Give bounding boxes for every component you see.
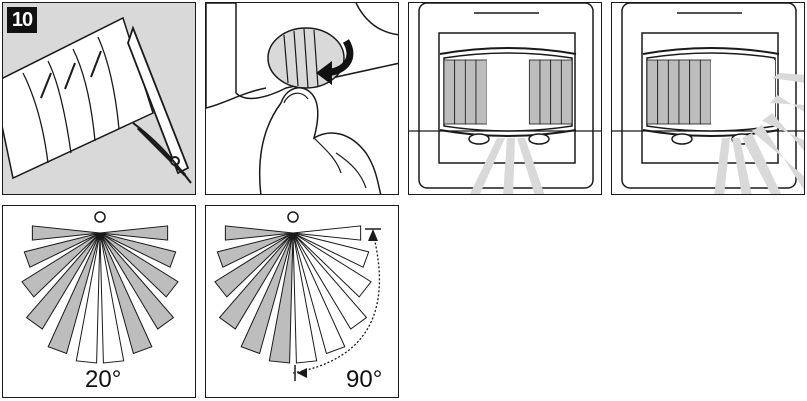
detection-zone xyxy=(99,225,169,241)
open-strip xyxy=(732,60,743,124)
detection-zone xyxy=(292,225,362,241)
sensor-dot xyxy=(94,211,106,223)
lens-top-rim xyxy=(439,47,577,55)
open-strip xyxy=(743,60,754,124)
detection-zone xyxy=(268,232,294,364)
detection-ray xyxy=(469,138,505,194)
open-strip xyxy=(486,60,498,124)
detection-zone xyxy=(224,225,294,241)
open-strip xyxy=(497,60,508,124)
detection-zone xyxy=(292,232,318,364)
screw-left xyxy=(468,133,490,145)
open-strip xyxy=(711,60,722,124)
detection-zone xyxy=(240,232,294,355)
detection-zone xyxy=(21,232,101,298)
open-strip xyxy=(508,60,519,124)
detection-ray xyxy=(762,113,804,151)
open-strip xyxy=(753,60,765,124)
detection-zone xyxy=(292,232,372,298)
masked-strip xyxy=(657,59,669,125)
panel-pattern-90: 90° xyxy=(205,205,399,398)
masked-strip xyxy=(689,59,701,125)
scissors-icon xyxy=(127,25,192,184)
detection-ray xyxy=(770,95,804,112)
detection-zone xyxy=(218,232,294,330)
masked-strip xyxy=(646,59,659,125)
detection-ray xyxy=(517,138,545,194)
masked-strip xyxy=(678,59,691,125)
screw-right xyxy=(528,133,550,145)
detection-zone xyxy=(214,232,294,298)
step-number-badge: 10 xyxy=(7,7,37,33)
panel-pattern-20: 20° xyxy=(2,205,196,398)
panel-lens-masked-sides xyxy=(408,2,602,195)
masked-strip xyxy=(560,59,573,125)
insert-illustration xyxy=(206,3,398,194)
lens-bottom-rim xyxy=(439,129,577,137)
detection-zone xyxy=(75,232,101,364)
masked-strip xyxy=(464,59,477,125)
detection-pattern-90 xyxy=(214,211,381,381)
detection-ray xyxy=(714,138,730,194)
screw-left xyxy=(671,133,693,145)
cut-illustration xyxy=(3,3,195,194)
angle-label-20: 20° xyxy=(85,366,122,393)
sensor-dot xyxy=(287,211,299,223)
masked-strip xyxy=(550,59,562,125)
detection-zone xyxy=(23,232,101,268)
detection-zone xyxy=(216,232,294,268)
masked-strip xyxy=(443,59,456,125)
masked-strip xyxy=(454,59,466,125)
detection-zone xyxy=(292,232,370,268)
open-strip xyxy=(518,60,530,124)
angle-arc xyxy=(292,232,381,374)
lens-masked-sides-illustration xyxy=(409,3,601,194)
detection-zone xyxy=(47,232,101,355)
arrow-head-bottom xyxy=(297,368,307,378)
cover-strip xyxy=(3,16,154,180)
lens-masked-left-illustration xyxy=(612,3,804,194)
panel-lens-masked-left xyxy=(611,2,805,195)
detection-zone xyxy=(99,232,179,298)
masked-strip xyxy=(528,59,541,125)
detection-pattern-20 xyxy=(21,211,179,364)
detection-zone xyxy=(292,232,368,330)
detection-ray xyxy=(503,138,515,194)
masked-strip xyxy=(667,59,680,125)
detection-zone xyxy=(99,232,177,268)
angle-label-90: 90° xyxy=(346,366,383,393)
detection-ray xyxy=(732,138,752,194)
masked-strip xyxy=(475,59,488,125)
panel-insert-cover xyxy=(205,2,399,195)
open-strip xyxy=(721,60,733,124)
hand xyxy=(258,87,382,194)
detection-zone xyxy=(99,232,153,355)
masked-strip xyxy=(699,59,712,125)
detection-zone xyxy=(99,232,125,364)
panel-cut-cover: 10 xyxy=(2,2,196,195)
detection-ray xyxy=(752,125,804,190)
detection-zone xyxy=(25,232,101,330)
open-strip xyxy=(764,60,775,124)
detection-ray xyxy=(772,73,804,83)
detection-ray xyxy=(742,133,782,194)
arrow-head-top xyxy=(368,229,378,241)
detection-zone xyxy=(31,225,101,241)
lens-top-rim xyxy=(642,47,780,55)
masked-strip xyxy=(539,59,552,125)
detection-zone xyxy=(292,232,346,355)
detection-zone xyxy=(99,232,175,330)
